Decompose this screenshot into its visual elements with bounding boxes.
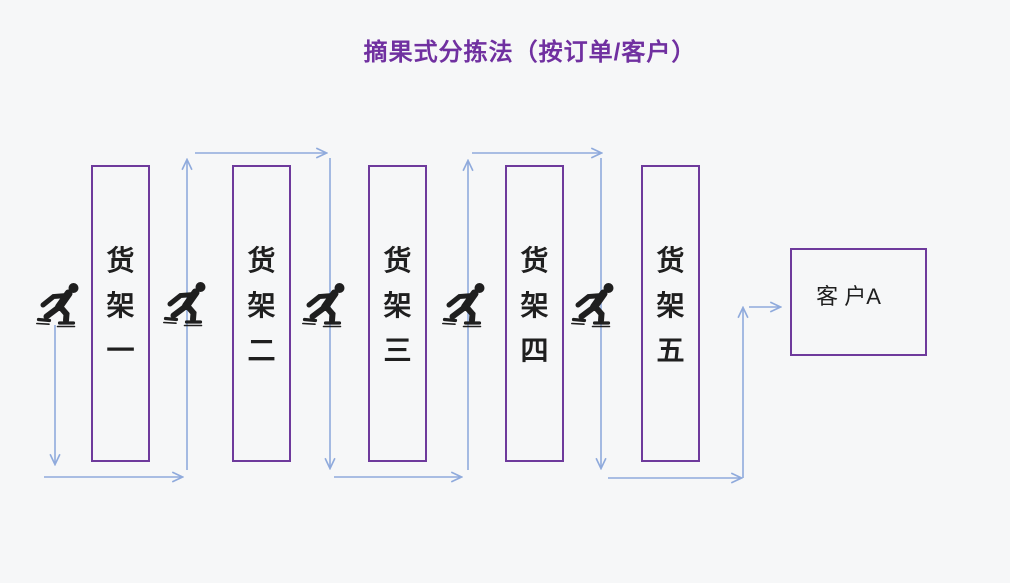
shelf-label-1: 货架一 (106, 245, 135, 366)
shelf-label-5: 货架五 (656, 245, 685, 366)
shelf-box-2: 货架二 (232, 165, 291, 462)
customer-box: 客 户A (790, 248, 927, 356)
diagram-title: 摘果式分拣法（按订单/客户） (363, 39, 697, 66)
skater-icon (303, 283, 345, 327)
shelf-label-4: 货架四 (520, 245, 549, 366)
shelf-label-2: 货架二 (247, 245, 276, 366)
skater-icon (572, 283, 614, 327)
shelf-box-1: 货架一 (91, 165, 150, 462)
shelf-box-4: 货架四 (505, 165, 564, 462)
skater-icon (443, 283, 485, 327)
skater-icon (164, 282, 206, 326)
customer-label: 客 户A (816, 284, 881, 309)
shelf-box-5: 货架五 (641, 165, 700, 462)
shelf-label-3: 货架三 (383, 245, 412, 366)
skater-icon (37, 283, 79, 327)
shelf-box-3: 货架三 (368, 165, 427, 462)
